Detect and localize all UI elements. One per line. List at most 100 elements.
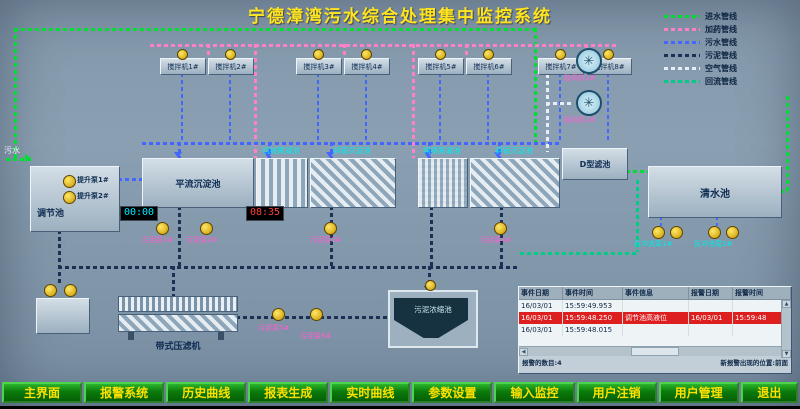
horizontal-scrollbar[interactable]: ◀ ▶ [519,346,791,356]
col-header: 报警日期 [689,287,733,300]
nav-button-report-generate[interactable]: 报表生成 [248,382,329,403]
pipe-dosing-drop-floc1 [254,44,257,158]
blower-2-fan-icon[interactable]: ✳ [576,90,602,116]
legend-item: 污水管线 [664,36,794,49]
pipe-clearwater-pump-2 [716,216,718,226]
lift-pump-1-label: 提升泵1# [77,176,109,184]
tank-label: 清水池 [700,188,730,200]
vertical-scrollbar[interactable]: ▲ ▼ [781,300,791,358]
legend-label: 污水管线 [705,38,737,47]
nav-button-input-monitor[interactable]: 输入监控 [494,382,575,403]
mixer-motor-icon[interactable] [435,49,446,60]
blower-1-fan-icon[interactable]: ✳ [576,48,602,74]
backwash-pump-icon[interactable] [652,226,665,239]
mixer-shaft-1 [181,73,183,142]
backwash-pump-icon[interactable] [670,226,683,239]
sludge-pump-4-icon[interactable] [494,222,507,235]
alarm-row[interactable]: 16/03/01 15:59:49.953 [519,300,791,312]
pipe-inlet-left-drop [14,28,17,160]
lift-pump-1-icon[interactable] [63,175,76,188]
nav-button-user-logout[interactable]: 用户注销 [576,382,657,403]
dosing-pump-icon[interactable] [64,284,77,297]
sludge-pump-6-label: 污泥泵6# [300,332,332,340]
dosing-pump-icon[interactable] [44,284,57,297]
pipe-sludge-sed1 [178,206,181,266]
mixer-motor-icon[interactable] [177,49,188,60]
auxiliary-equipment-box [36,298,90,334]
inlet-line-swatch-icon [664,15,700,18]
nav-button-parameter-settings[interactable]: 参数设置 [412,382,493,403]
pipe-clearwater-pump-1 [660,216,662,226]
mixer-1[interactable]: 搅拌机1# [160,58,206,75]
cell: 16/03/01 [689,312,733,324]
mixer-shaft-8 [607,73,609,142]
sludge-pump-1-icon[interactable] [156,222,169,235]
backwash-pump-icon[interactable] [726,226,739,239]
scroll-down-icon[interactable]: ▼ [782,350,791,358]
scroll-up-icon[interactable]: ▲ [782,300,791,308]
pipe-inlet-mid-drop [534,28,537,144]
mixer-motor-icon[interactable] [555,49,566,60]
pipe-dosing-drop-floc2 [412,44,415,158]
mixer-6[interactable]: 搅拌机6# [466,58,512,75]
press-leg [218,332,224,340]
press-rollers-icon [118,296,238,312]
alarm-row-active[interactable]: 16/03/01 15:59:48.250 调节池高液位 16/03/01 15… [519,312,791,324]
inflow-label: 污水 [4,146,20,155]
pipe-sludge-sed2 [330,206,333,266]
alarm-row[interactable]: 16/03/01 15:59:48.015 [519,324,791,336]
mixer-shaft-4 [365,73,367,142]
nav-button-history-curve[interactable]: 历史曲线 [166,382,247,403]
pipe-dosing-main [150,44,616,47]
page-title: 宁德漳湾污水综合处理集中监控系统 [248,7,552,27]
nav-button-user-management[interactable]: 用户管理 [658,382,739,403]
pipe-sludge-sed3 [430,206,433,266]
mixer-motor-icon[interactable] [361,49,372,60]
legend-label: 加药管线 [705,25,737,34]
mixer-4[interactable]: 搅拌机4# [344,58,390,75]
bottom-nav-bar: 主界面 报警系统 历史曲线 报表生成 实时曲线 参数设置 输入监控 用户注销 用… [2,382,798,403]
alarm-table-empty-area [519,336,791,346]
lift-pump-2-icon[interactable] [63,191,76,204]
sludge-pump-5-icon[interactable] [272,308,285,321]
mixer-5[interactable]: 搅拌机5# [418,58,464,75]
backwash-pump-icon[interactable] [708,226,721,239]
tank-inclined-sed-1-label: 斜管沉淀池 [333,146,371,155]
lift-pump-2-label: 提升泵2# [77,192,109,200]
tank-d-filter: D型滤池 [562,148,628,180]
mixer-motor-icon[interactable] [225,49,236,60]
sludge-pump-2-icon[interactable] [200,222,213,235]
pipe-air-blower2 [546,102,574,105]
thickener-sludge-body [394,298,468,338]
sludge-pump-3-label: 污泥泵3# [310,236,342,244]
pipe-inlet-right-drop [786,96,789,192]
nav-button-realtime-curve[interactable]: 实时曲线 [330,382,411,403]
nav-button-exit[interactable]: 退出 [740,382,798,403]
nav-button-alarm-system[interactable]: 报警系统 [84,382,165,403]
mixer-shaft-6 [487,73,489,142]
scrollbar-thumb[interactable] [631,347,679,356]
legend-label: 空气管线 [705,64,737,73]
mixer-3[interactable]: 搅拌机3# [296,58,342,75]
tank-grid-flocculation [418,158,468,208]
pipe-sludge-sed4 [500,206,503,266]
nav-button-main[interactable]: 主界面 [2,382,83,403]
pipe-sewage-distribution [142,142,562,145]
scroll-left-icon[interactable]: ◀ [519,347,528,356]
mixer-motor-icon[interactable] [483,49,494,60]
pipe-sludge-regulating [58,230,61,284]
tank-clear-water: 清水池 [648,166,782,218]
tank-label: 平流沉淀池 [175,179,221,190]
pipe-regulating-to-sed [118,178,142,181]
tank-mech-floc-label: 机械絮凝池 [262,146,300,155]
mixer-2[interactable]: 搅拌机2# [208,58,254,75]
tank-regulating: 调节池 提升泵1# 提升泵2# [30,166,120,232]
mixer-motor-icon[interactable] [603,49,614,60]
mixer-motor-icon[interactable] [313,49,324,60]
sludge-pump-3-icon[interactable] [324,222,337,235]
tank-inclined-sed-2-label: 斜管沉淀池 [495,146,533,155]
thickener-stirrer-motor-icon[interactable] [425,280,436,291]
legend-label: 回流管线 [705,77,737,86]
sludge-pump-6-icon[interactable] [310,308,323,321]
